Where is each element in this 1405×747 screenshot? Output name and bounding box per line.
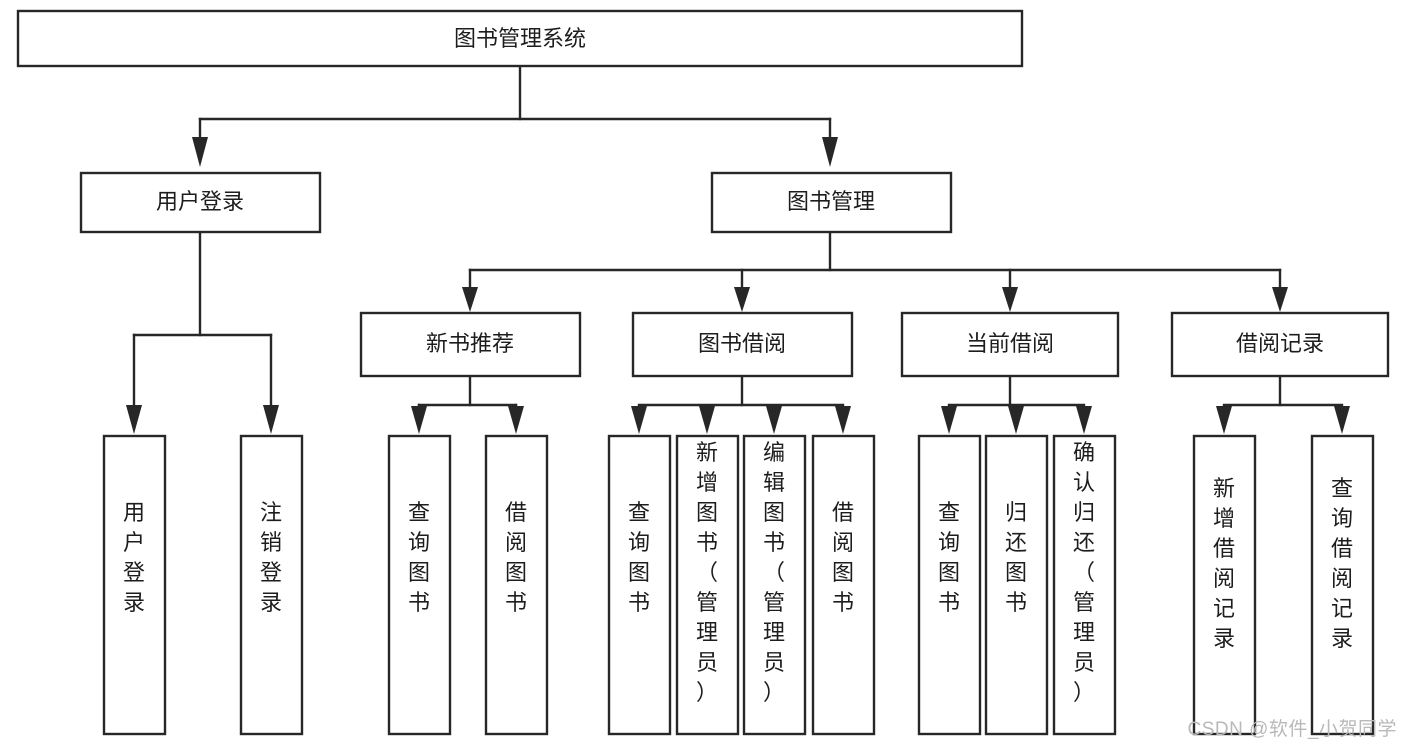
node-leaf-edit-book-label: 编辑图书（管理员） <box>763 440 785 705</box>
node-leaf-user-login[interactable]: 用户登录 <box>102 434 167 736</box>
node-current-borrow-label: 当前借阅 <box>966 331 1054 356</box>
node-new-book-recommend[interactable]: 新书推荐 <box>359 311 582 378</box>
node-book-borrow-box[interactable] <box>631 311 854 378</box>
csdn-watermark: CSDN @软件_小贺同学 <box>1187 719 1397 740</box>
node-leaf-borrow-book-1-label: 借阅图书 <box>505 500 527 615</box>
node-leaf-borrow-book-1-box[interactable] <box>484 434 549 736</box>
arrow-bm-to-book-borrow-icon <box>734 287 750 312</box>
node-leaf-confirm-return-label: 确认归还（管理员） <box>1073 440 1095 705</box>
node-user-login[interactable]: 用户登录 <box>79 171 322 234</box>
node-leaf-query-borrow-record-label: 查询借阅记录 <box>1331 476 1353 651</box>
node-new-book-recommend-box[interactable] <box>359 311 582 378</box>
arrow-borrow-record-leaf-1-icon <box>1216 406 1232 434</box>
node-borrow-record[interactable]: 借阅记录 <box>1170 311 1390 378</box>
node-leaf-user-login-label: 用户登录 <box>123 500 145 615</box>
node-borrow-record-label: 借阅记录 <box>1236 331 1324 356</box>
arrow-bm-to-new-book-icon <box>462 287 478 312</box>
node-leaf-query-book-2-box[interactable] <box>607 434 672 736</box>
node-user-login-label: 用户登录 <box>156 189 244 214</box>
node-root[interactable]: 图书管理系统 <box>16 9 1024 68</box>
arrow-user-login-leaf-1-icon <box>126 405 142 434</box>
node-current-borrow-box[interactable] <box>900 311 1120 378</box>
node-leaf-query-book-2-label: 查询图书 <box>628 500 650 615</box>
arrow-current-borrow-leaf-1-icon <box>941 406 957 434</box>
node-leaf-add-book-label: 新增图书（管理员） <box>696 440 718 705</box>
arrow-book-borrow-leaf-1-icon <box>631 406 647 434</box>
node-leaf-confirm-return-box[interactable] <box>1052 434 1117 736</box>
arrow-current-borrow-leaf-3-icon <box>1076 406 1092 434</box>
node-book-borrow-label: 图书借阅 <box>698 331 786 356</box>
node-leaf-borrow-book-2[interactable]: 借阅图书 <box>811 434 876 736</box>
node-leaf-borrow-book-2-box[interactable] <box>811 434 876 736</box>
node-leaf-query-book-1-label: 查询图书 <box>408 500 430 615</box>
arrow-borrow-record-leaf-2-icon <box>1334 406 1350 434</box>
arrow-book-borrow-leaf-4-icon <box>835 406 851 434</box>
node-current-borrow[interactable]: 当前借阅 <box>900 311 1120 378</box>
node-book-management-box[interactable] <box>710 171 953 234</box>
node-leaf-query-borrow-record[interactable]: 查询借阅记录 <box>1310 434 1375 736</box>
node-leaf-logout-login[interactable]: 注销登录 <box>239 434 304 736</box>
node-leaf-edit-book[interactable]: 编辑图书（管理员） <box>742 434 807 736</box>
node-root-box[interactable] <box>16 9 1024 68</box>
node-leaf-add-book-box[interactable] <box>675 434 740 736</box>
connector-layer <box>126 64 1350 434</box>
node-leaf-query-book-3[interactable]: 查询图书 <box>917 434 982 736</box>
arrow-book-borrow-leaf-2-icon <box>699 406 715 434</box>
node-leaf-borrow-book-1[interactable]: 借阅图书 <box>484 434 549 736</box>
arrow-root-to-book-management-icon <box>822 137 838 167</box>
node-leaf-query-book-3-label: 查询图书 <box>938 500 960 615</box>
node-leaf-return-book-label: 归还图书 <box>1005 500 1027 615</box>
node-book-borrow[interactable]: 图书借阅 <box>631 311 854 378</box>
node-book-management-label: 图书管理 <box>787 189 875 214</box>
node-new-book-recommend-label: 新书推荐 <box>426 331 514 356</box>
arrow-root-to-user-login-icon <box>192 137 208 167</box>
node-leaf-query-borrow-record-box[interactable] <box>1310 434 1375 736</box>
arrow-bm-to-borrow-record-icon <box>1272 287 1288 312</box>
arrow-book-borrow-leaf-3-icon <box>766 406 782 434</box>
node-leaf-add-borrow-record-label: 新增借阅记录 <box>1213 476 1235 651</box>
node-leaf-user-login-box[interactable] <box>102 434 167 736</box>
node-book-management[interactable]: 图书管理 <box>710 171 953 234</box>
node-leaf-logout-login-label: 注销登录 <box>260 500 282 615</box>
node-leaf-query-book-3-box[interactable] <box>917 434 982 736</box>
node-leaf-borrow-book-2-label: 借阅图书 <box>832 500 854 615</box>
node-leaf-add-book[interactable]: 新增图书（管理员） <box>675 434 740 736</box>
node-leaf-add-borrow-record[interactable]: 新增借阅记录 <box>1192 434 1257 736</box>
node-root-label: 图书管理系统 <box>454 26 586 51</box>
arrow-bm-to-current-borrow-icon <box>1002 287 1018 312</box>
arrow-new-book-leaf-2-icon <box>508 406 524 434</box>
arrow-new-book-leaf-1-icon <box>411 406 427 434</box>
node-leaf-query-book-1-box[interactable] <box>387 434 452 736</box>
arrow-current-borrow-leaf-2-icon <box>1008 406 1024 434</box>
node-leaf-confirm-return[interactable]: 确认归还（管理员） <box>1052 434 1117 736</box>
node-user-login-box[interactable] <box>79 171 322 234</box>
node-leaf-query-book-2[interactable]: 查询图书 <box>607 434 672 736</box>
arrow-user-login-leaf-2-icon <box>263 405 279 434</box>
node-leaf-query-book-1[interactable]: 查询图书 <box>387 434 452 736</box>
node-leaf-logout-login-box[interactable] <box>239 434 304 736</box>
node-leaf-edit-book-box[interactable] <box>742 434 807 736</box>
node-borrow-record-box[interactable] <box>1170 311 1390 378</box>
node-leaf-return-book-box[interactable] <box>984 434 1049 736</box>
node-leaf-return-book[interactable]: 归还图书 <box>984 434 1049 736</box>
node-leaf-add-borrow-record-box[interactable] <box>1192 434 1257 736</box>
